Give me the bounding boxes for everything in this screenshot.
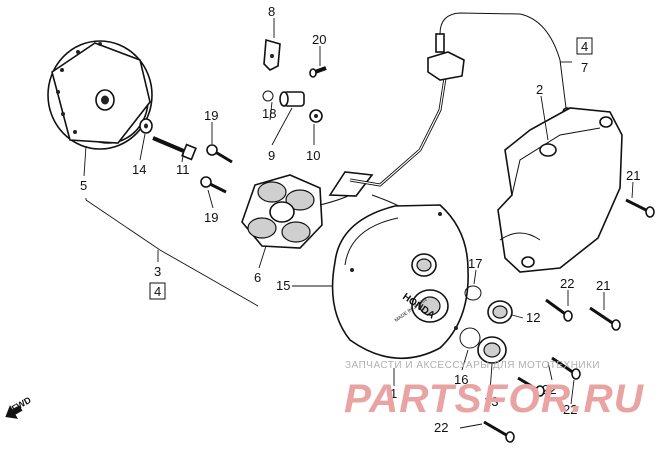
label-7-boxed-number: 4	[581, 39, 588, 54]
bolt-20	[309, 66, 327, 78]
stator-assembly	[241, 174, 351, 249]
watermark-tagline: ЗАПЧАСТИ И АКСЕССУАРЫ ДЛЯ МОТОТЕХНИКИ	[345, 360, 600, 371]
label-7: 7	[581, 60, 588, 75]
bolt-21-lower	[589, 306, 621, 331]
sensor-plug	[279, 91, 305, 107]
label-21-lower: 21	[596, 278, 610, 293]
label-12: 12	[526, 310, 540, 325]
label-14: 14	[132, 162, 146, 177]
label-2: 2	[536, 82, 543, 97]
screw-lower	[200, 176, 227, 194]
forward-arrow: FWD	[5, 395, 33, 419]
label-20: 20	[312, 32, 326, 47]
label-22-b: 22	[542, 382, 556, 397]
watermark-brand: PARTSFOR.RU	[344, 377, 644, 421]
label-21-upper: 21	[626, 168, 640, 183]
part-labels: 8 20 18 9 10 19 19 11 14 5 3 4 6 15 4 7 …	[80, 4, 640, 435]
o-ring-small	[262, 90, 274, 102]
rotor-bolt	[152, 136, 197, 161]
bolt-22-d	[483, 420, 515, 443]
label-13: 13	[484, 394, 498, 409]
pickup-part	[309, 109, 323, 123]
label-3-boxed-number: 4	[154, 284, 161, 299]
bolt-22-b	[551, 356, 581, 380]
generator-cover: HONDA MADE IN JAPAN	[331, 204, 469, 360]
label-17: 17	[468, 256, 482, 271]
leader-lines	[83, 18, 634, 429]
label-11: 11	[176, 162, 190, 177]
bolt-22-c	[517, 376, 545, 397]
bracket	[263, 38, 281, 71]
label-16: 16	[454, 372, 468, 387]
o-ring-16	[459, 327, 481, 349]
o-ring-17	[464, 285, 482, 301]
screw-upper	[206, 144, 233, 164]
label-7-box	[576, 37, 593, 55]
bolt-21-upper	[625, 198, 655, 218]
cap-13	[477, 336, 507, 364]
switch-with-cable	[427, 12, 572, 117]
label-6: 6	[254, 270, 261, 285]
label-22-c: 22	[563, 402, 577, 417]
label-1: 1	[390, 386, 397, 401]
sprocket-cover	[497, 107, 623, 273]
label-22-d: 22	[434, 420, 448, 435]
label-18: 18	[262, 106, 276, 121]
label-19-upper: 19	[204, 108, 218, 123]
wire-harness	[328, 77, 447, 216]
label-19-lower: 19	[204, 210, 218, 225]
label-3-box	[149, 282, 166, 300]
label-3: 3	[154, 264, 161, 279]
bolt-22-a	[545, 298, 573, 322]
watermark: ЗАПЧАСТИ И АКСЕССУАРЫ ДЛЯ МОТОТЕХНИКИ PA…	[344, 360, 644, 421]
label-15: 15	[276, 278, 290, 293]
label-22-a: 22	[560, 276, 574, 291]
label-8: 8	[268, 4, 275, 19]
label-9: 9	[268, 148, 275, 163]
cap-12	[487, 300, 513, 324]
flywheel-rotor	[47, 40, 153, 150]
label-5: 5	[80, 178, 87, 193]
label-10: 10	[306, 148, 320, 163]
